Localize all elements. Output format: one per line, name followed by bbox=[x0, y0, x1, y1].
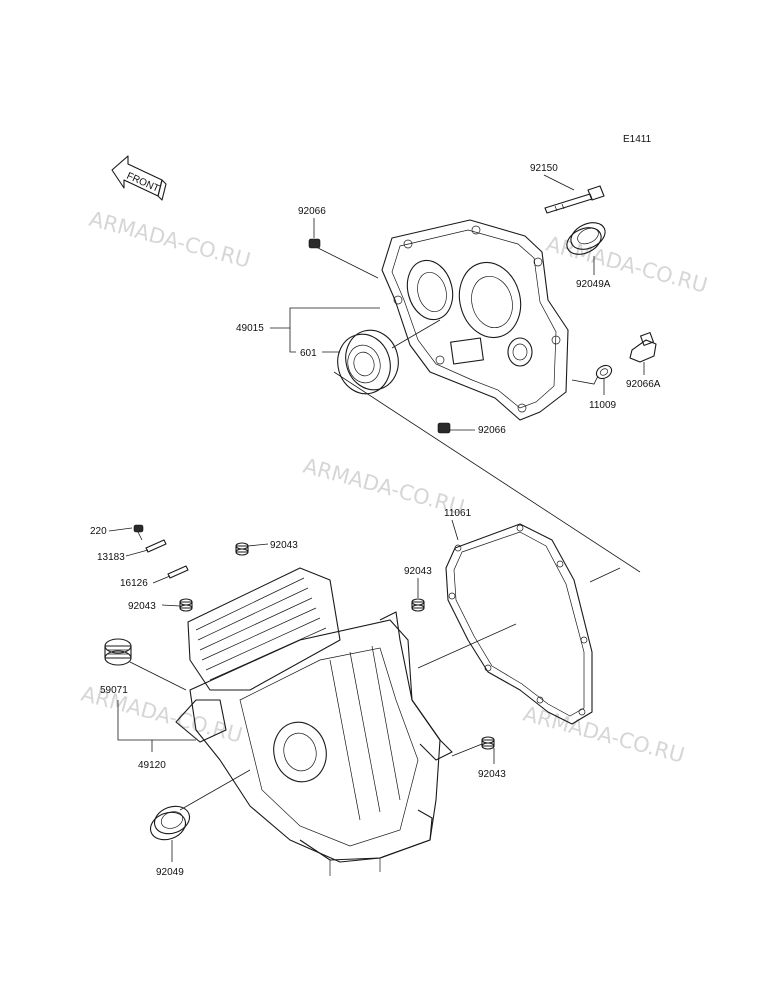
dowel-pin-92043-a bbox=[235, 542, 249, 556]
front-label: FRONT bbox=[125, 171, 161, 195]
plug-92066A bbox=[629, 332, 657, 363]
label-13183: 13183 bbox=[97, 552, 125, 563]
watermark-1: ARMADA-CO.RU bbox=[87, 207, 253, 273]
watermark-2: ARMADA-CO.RU bbox=[544, 232, 710, 298]
label-92150: 92150 bbox=[530, 163, 558, 174]
watermark-5: ARMADA-CO.RU bbox=[521, 702, 687, 768]
label-11009: 11009 bbox=[589, 400, 617, 411]
clip-16126 bbox=[167, 565, 189, 579]
label-49120: 49120 bbox=[138, 760, 166, 771]
bolt-92150 bbox=[544, 185, 605, 214]
label-92049A: 92049A bbox=[576, 279, 611, 290]
screw-220 bbox=[133, 524, 144, 541]
oil-seal-92049 bbox=[149, 805, 191, 841]
dowel-pin-92043-d bbox=[481, 736, 495, 750]
label-601: 601 bbox=[300, 348, 317, 359]
gasket-11061 bbox=[445, 523, 593, 725]
label-92066A: 92066A bbox=[626, 379, 661, 390]
watermark-3: ARMADA-CO.RU bbox=[301, 454, 467, 520]
diagram-code: E1411 bbox=[623, 134, 652, 145]
plate-13183 bbox=[145, 539, 167, 553]
label-220: 220 bbox=[90, 526, 107, 537]
plug-92066-bottom bbox=[437, 422, 451, 434]
label-92066-top: 92066 bbox=[298, 206, 326, 217]
leader-lines bbox=[108, 174, 645, 862]
label-92043-c: 92043 bbox=[404, 566, 432, 577]
label-92043-a: 92043 bbox=[270, 540, 298, 551]
label-16126: 16126 bbox=[120, 578, 148, 589]
plug-92066-top bbox=[308, 238, 321, 249]
dowel-pin-92043-c bbox=[411, 598, 425, 612]
dowel-pin-92043-b bbox=[179, 598, 193, 612]
label-92043-b: 92043 bbox=[128, 601, 156, 612]
label-49015: 49015 bbox=[236, 323, 264, 334]
breather-59071 bbox=[104, 638, 132, 666]
oil-seal-92049A bbox=[566, 222, 606, 255]
part-labels: 92150 92066 92049A 49015 601 92066A 1100… bbox=[90, 163, 661, 878]
crankcase-49120 bbox=[175, 567, 453, 876]
washer-11009 bbox=[595, 364, 613, 380]
ball-bearing-601 bbox=[337, 329, 399, 395]
label-92043-d: 92043 bbox=[478, 769, 506, 780]
label-92049: 92049 bbox=[156, 867, 184, 878]
label-11061: 11061 bbox=[444, 508, 472, 519]
crankcase-cover-49015 bbox=[381, 219, 569, 421]
label-92066-bottom: 92066 bbox=[478, 425, 506, 436]
label-59071: 59071 bbox=[100, 685, 128, 696]
front-arrow-icon: FRONT bbox=[111, 155, 167, 201]
